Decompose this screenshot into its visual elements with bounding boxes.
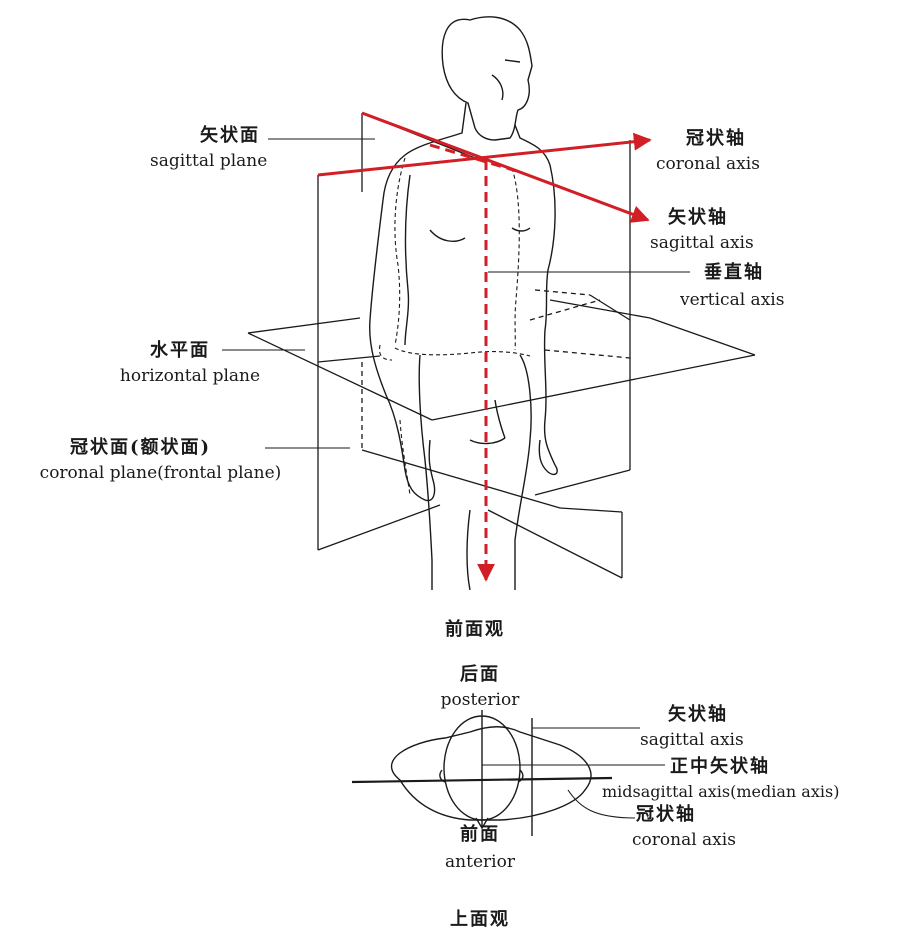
top-view-caption: 上面观 [420,910,540,930]
label-sagittal-plane: 矢状面 sagittal plane [150,126,260,170]
top-sagittal-axis-zh: 矢状轴 [640,705,744,725]
label-coronal-plane: 冠状面(额状面) coronal plane(frontal plane) [8,438,313,482]
label-top-midsagittal-axis: 正中矢状轴 midsagittal axis(median axis) [602,757,839,800]
posterior-zh: 后面 [420,665,540,685]
sagittal-axis-zh: 矢状轴 [650,208,754,228]
top-midsagittal-axis-zh: 正中矢状轴 [602,757,839,777]
top-coronal-axis-en: coronal axis [632,831,736,850]
horizontal-plane-zh: 水平面 [100,341,280,361]
anterior-en: anterior [420,853,540,872]
leader-lines-front [222,139,690,448]
horizontal-plane-en: horizontal plane [100,367,280,386]
sagittal-plane-zh: 矢状面 [150,126,260,146]
label-vertical-axis: 垂直轴 vertical axis [680,263,784,309]
coronal-plane-en: coronal plane(frontal plane) [8,464,313,483]
front-view-caption: 前面观 [420,620,530,640]
vertical-axis-zh: 垂直轴 [680,263,784,283]
top-sagittal-axis-en: sagittal axis [640,731,744,750]
plane-intersections [380,158,531,495]
coronal-plane-zh: 冠状面(额状面) [8,438,313,458]
posterior-en: posterior [420,691,540,710]
horizontal-plane [248,300,755,420]
anterior-zh: 前面 [420,825,540,845]
sagittal-axis-en: sagittal axis [650,234,754,253]
coronal-axis-en: coronal axis [656,155,760,174]
top-coronal-axis-zh: 冠状轴 [632,805,736,825]
vertical-axis-en: vertical axis [680,291,784,310]
coronal-axis-zh: 冠状轴 [656,129,760,149]
human-figure [370,17,558,590]
sagittal-plane-en: sagittal plane [150,152,260,171]
label-sagittal-axis: 矢状轴 sagittal axis [650,208,754,252]
label-horizontal-plane: 水平面 horizontal plane [100,341,280,385]
coronal-plane [318,140,630,578]
label-top-sagittal-axis: 矢状轴 sagittal axis [640,705,744,749]
label-top-coronal-axis: 冠状轴 coronal axis [632,805,736,849]
shoulders-outline [392,727,591,820]
label-coronal-axis: 冠状轴 coronal axis [656,129,760,173]
top-midsagittal-axis-en: midsagittal axis(median axis) [602,783,839,801]
label-anterior: 前面 anterior [420,825,540,871]
label-posterior: 后面 posterior [420,665,540,709]
